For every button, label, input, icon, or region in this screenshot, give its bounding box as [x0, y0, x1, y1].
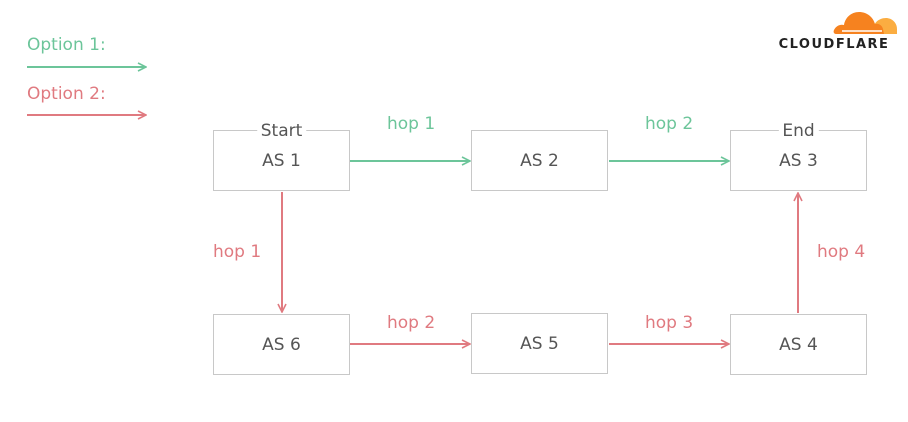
node-as3-tag: End: [778, 121, 819, 141]
node-as1: Start AS 1: [213, 121, 350, 191]
cloudflare-logo-text: CLOUDFLARE: [778, 37, 890, 52]
node-as5: AS 5: [471, 313, 608, 374]
option1-hop1-label: hop 1: [387, 114, 436, 134]
legend-option2-label: Option 2:: [27, 84, 106, 104]
cloudflare-logo: CLOUDFLARE: [766, 4, 902, 54]
option2-hop2-label: hop 2: [387, 313, 436, 333]
node-as5-label: AS 5: [520, 334, 559, 354]
option2-hop3-label: hop 3: [645, 313, 694, 333]
node-as3-label: AS 3: [779, 151, 818, 171]
node-as2: AS 2: [471, 130, 608, 191]
node-as1-tag: Start: [256, 121, 307, 141]
legend-option1-label: Option 1:: [27, 35, 106, 55]
node-as4: AS 4: [730, 314, 867, 375]
option2-hop1-label: hop 1: [213, 242, 262, 262]
node-as6-label: AS 6: [262, 335, 301, 355]
node-as2-label: AS 2: [520, 151, 559, 171]
node-as3: End AS 3: [730, 121, 867, 191]
option1-hop2-label: hop 2: [645, 114, 694, 134]
node-as6: AS 6: [213, 314, 350, 375]
option2-hop4-label: hop 4: [817, 242, 866, 262]
node-as1-label: AS 1: [262, 151, 301, 171]
cloud-icon: [833, 12, 897, 34]
node-as4-label: AS 4: [779, 335, 818, 355]
